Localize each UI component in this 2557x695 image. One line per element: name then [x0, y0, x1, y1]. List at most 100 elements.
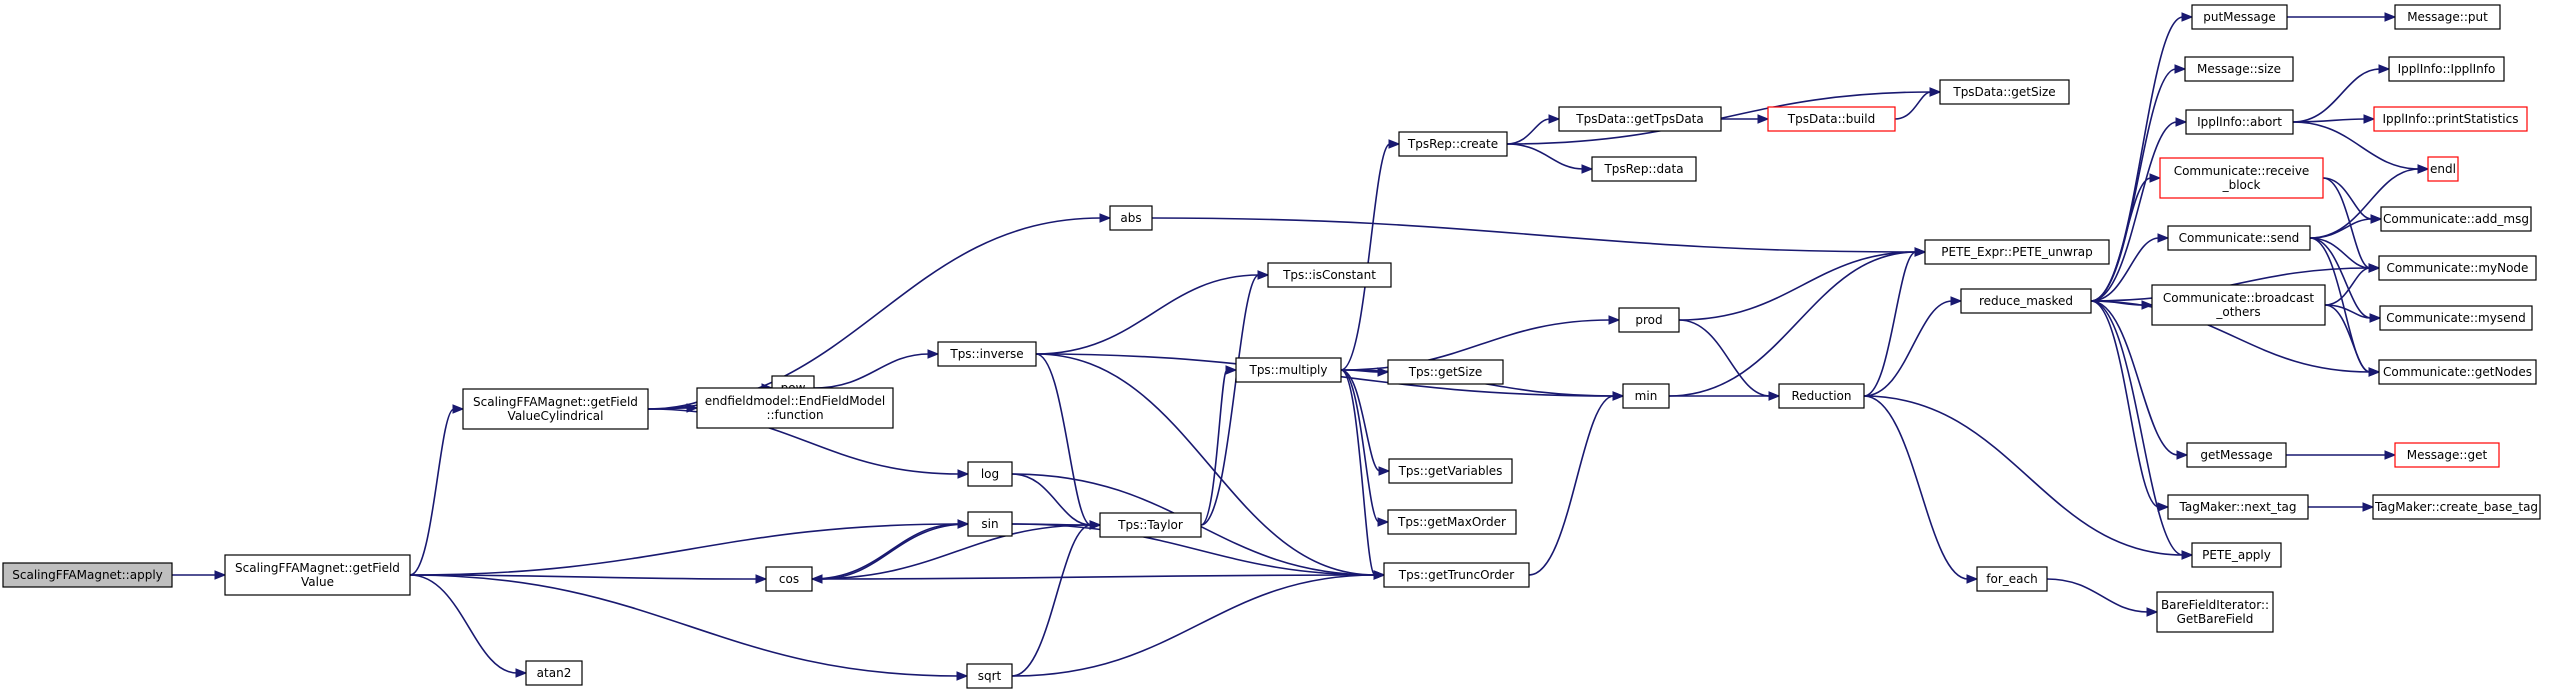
arrowhead-comm-send-to-comm-add-msg: [2370, 214, 2383, 224]
node-prod[interactable]: prod: [1618, 307, 1680, 333]
node-label-tps-data-get-tps-data-0: TpsData::getTpsData: [1575, 112, 1704, 126]
arrowhead-reduce-masked-to-comm-send: [2157, 233, 2170, 243]
arrowhead-reduce-masked-to-pete-apply: [2181, 550, 2194, 560]
node-root[interactable]: ScalingFFAMagnet::apply: [2, 562, 173, 588]
node-label-ippl-print-stats-0: IpplInfo::printStatistics: [2383, 112, 2519, 126]
arrowhead-tps-multiply-to-tps-rep-create: [1388, 139, 1401, 149]
node-box-tps-data-build: [1767, 106, 1896, 132]
node-reduction[interactable]: Reduction: [1778, 383, 1865, 409]
node-comm-get-nodes[interactable]: Communicate::getNodes: [2378, 359, 2537, 385]
edge-pow-to-tps-inverse: [813, 353, 930, 389]
arrowhead-root-to-get-field-value: [214, 570, 227, 580]
node-tps-rep-data[interactable]: TpsRep::data: [1591, 156, 1697, 182]
node-box-pete-apply: [2191, 542, 2282, 568]
node-box-tps-multiply: [1235, 357, 1342, 383]
arrowhead-comm-broadcast-to-comm-get-nodes: [2368, 367, 2381, 377]
edge-tps-multiply-to-tps-get-max-order: [1340, 369, 1380, 523]
node-endl[interactable]: endl: [2427, 156, 2459, 182]
node-label-endfield-1: ::function: [766, 408, 823, 422]
node-tps-get-size[interactable]: Tps::getSize: [1387, 359, 1504, 385]
node-box-tps-rep-data: [1591, 156, 1697, 182]
edge-cos-to-tps-taylor: [811, 524, 1092, 580]
edge-tps-inverse-to-tps-is-constant: [1035, 274, 1260, 355]
arrowhead-tps-data-build-to-tps-data-get-size: [1929, 87, 1942, 97]
node-tps-get-trunc-order[interactable]: Tps::getTruncOrder: [1383, 562, 1530, 588]
node-box-sqrt: [966, 663, 1013, 689]
node-label-tps-taylor-0: Tps::Taylor: [1117, 518, 1183, 532]
edge-reduce-masked-to-get-message: [2090, 300, 2179, 456]
node-label-tps-rep-data-0: TpsRep::data: [1603, 162, 1683, 176]
node-tag-create-base[interactable]: TagMaker::create_base_tag: [2372, 494, 2541, 520]
arrowhead-comm-broadcast-to-comm-my-send: [2369, 313, 2382, 323]
node-label-ippl-info-0: IpplInfo::IpplInfo: [2398, 62, 2496, 76]
node-pete-apply[interactable]: PETE_apply: [2191, 542, 2282, 568]
node-label-endl-0: endl: [2430, 162, 2456, 176]
node-min[interactable]: min: [1622, 383, 1670, 409]
node-message-put[interactable]: Message::put: [2394, 4, 2501, 30]
node-box-comm-broadcast: [2151, 284, 2326, 326]
node-cos[interactable]: cos: [765, 566, 813, 592]
node-tps-data-get-tps-data[interactable]: TpsData::getTpsData: [1558, 106, 1722, 132]
node-comm-broadcast[interactable]: Communicate::broadcast_others: [2151, 284, 2326, 326]
edge-reduction-to-reduce-masked: [1863, 300, 1953, 397]
node-tag-next[interactable]: TagMaker::next_tag: [2167, 494, 2309, 520]
node-label-tps-rep-create-0: TpsRep::create: [1407, 137, 1498, 151]
arrowhead-reduce-masked-to-get-message: [2176, 450, 2189, 460]
arrowhead-reduce-masked-to-message-size: [2174, 64, 2187, 74]
node-ippl-info[interactable]: IpplInfo::IpplInfo: [2388, 56, 2505, 82]
node-message-get[interactable]: Message::get: [2394, 442, 2500, 468]
node-box-tps-inverse: [937, 341, 1037, 367]
node-tps-is-constant[interactable]: Tps::isConstant: [1267, 262, 1392, 288]
node-label-tps-data-build-0: TpsData::build: [1787, 112, 1875, 126]
node-ippl-print-stats[interactable]: IpplInfo::printStatistics: [2373, 106, 2528, 132]
node-label-tps-multiply-0: Tps::multiply: [1248, 363, 1327, 377]
node-message-size[interactable]: Message::size: [2184, 56, 2294, 82]
node-tps-get-max-order[interactable]: Tps::getMaxOrder: [1387, 509, 1517, 535]
arrowhead-comm-broadcast-to-comm-my-node: [2368, 263, 2381, 273]
node-for-each[interactable]: for_each: [1976, 566, 2048, 592]
node-comm-receive[interactable]: Communicate::receive_block: [2159, 157, 2324, 199]
node-comm-my-send[interactable]: Communicate::mysend: [2379, 305, 2533, 331]
node-get-field-value-cyl[interactable]: ScalingFFAMagnet::getFieldValueCylindric…: [462, 388, 649, 430]
arrowhead-min-to-reduction: [1768, 391, 1781, 401]
arrowhead-reduce-masked-to-tag-next: [2157, 502, 2170, 512]
node-put-message[interactable]: putMessage: [2191, 4, 2288, 30]
node-tps-inverse[interactable]: Tps::inverse: [937, 341, 1037, 367]
edge-tps-multiply-to-tps-rep-create: [1340, 143, 1391, 371]
node-sqrt[interactable]: sqrt: [966, 663, 1013, 689]
arrowhead-tps-multiply-to-tps-get-size: [1377, 367, 1390, 377]
node-tps-data-build[interactable]: TpsData::build: [1767, 106, 1896, 132]
node-box-tps-get-max-order: [1387, 509, 1517, 535]
node-box-comm-add-msg: [2380, 206, 2532, 232]
node-box-tag-create-base: [2372, 494, 2541, 520]
node-atan2[interactable]: atan2: [525, 660, 583, 686]
node-tps-multiply[interactable]: Tps::multiply: [1235, 357, 1342, 383]
node-box-tps-data-get-size: [1939, 79, 2070, 105]
node-bare-field[interactable]: BareFieldIterator::GetBareField: [2156, 591, 2274, 633]
node-sin[interactable]: sin: [967, 511, 1013, 537]
node-comm-my-node[interactable]: Communicate::myNode: [2378, 255, 2537, 281]
node-label-comm-add-msg-0: Communicate::add_msg: [2383, 212, 2529, 226]
node-endfield[interactable]: endfieldmodel::EndFieldModel::function: [696, 387, 894, 429]
node-tps-taylor[interactable]: Tps::Taylor: [1099, 512, 1202, 538]
node-label-get-field-value-0: ScalingFFAMagnet::getField: [235, 561, 400, 575]
node-abs[interactable]: abs: [1109, 205, 1153, 231]
node-comm-send[interactable]: Communicate::send: [2167, 225, 2311, 251]
arrowhead-tps-rep-create-to-tps-rep-data: [1581, 164, 1594, 174]
arrowhead-ippl-abort-to-ippl-print-stats: [2363, 114, 2376, 124]
node-tps-rep-create[interactable]: TpsRep::create: [1398, 131, 1508, 157]
node-reduce-masked[interactable]: reduce_masked: [1960, 288, 2092, 314]
node-log[interactable]: log: [967, 461, 1013, 487]
edge-layer: [172, 12, 2430, 681]
node-pete-unwrap[interactable]: PETE_Expr::PETE_unwrap: [1924, 239, 2110, 265]
node-ippl-abort[interactable]: IpplInfo::abort: [2185, 109, 2294, 135]
node-comm-add-msg[interactable]: Communicate::add_msg: [2380, 206, 2532, 232]
node-get-message[interactable]: getMessage: [2186, 442, 2287, 468]
edge-tps-taylor-to-tps-is-constant: [1200, 274, 1260, 526]
edge-tps-multiply-to-tps-get-trunc-order: [1340, 369, 1376, 576]
node-tps-data-get-size[interactable]: TpsData::getSize: [1939, 79, 2070, 105]
edge-get-field-value-to-sqrt: [409, 574, 959, 677]
node-tps-get-variables[interactable]: Tps::getVariables: [1388, 458, 1513, 484]
arrowhead-get-field-value-to-get-field-value-cyl: [452, 404, 465, 414]
